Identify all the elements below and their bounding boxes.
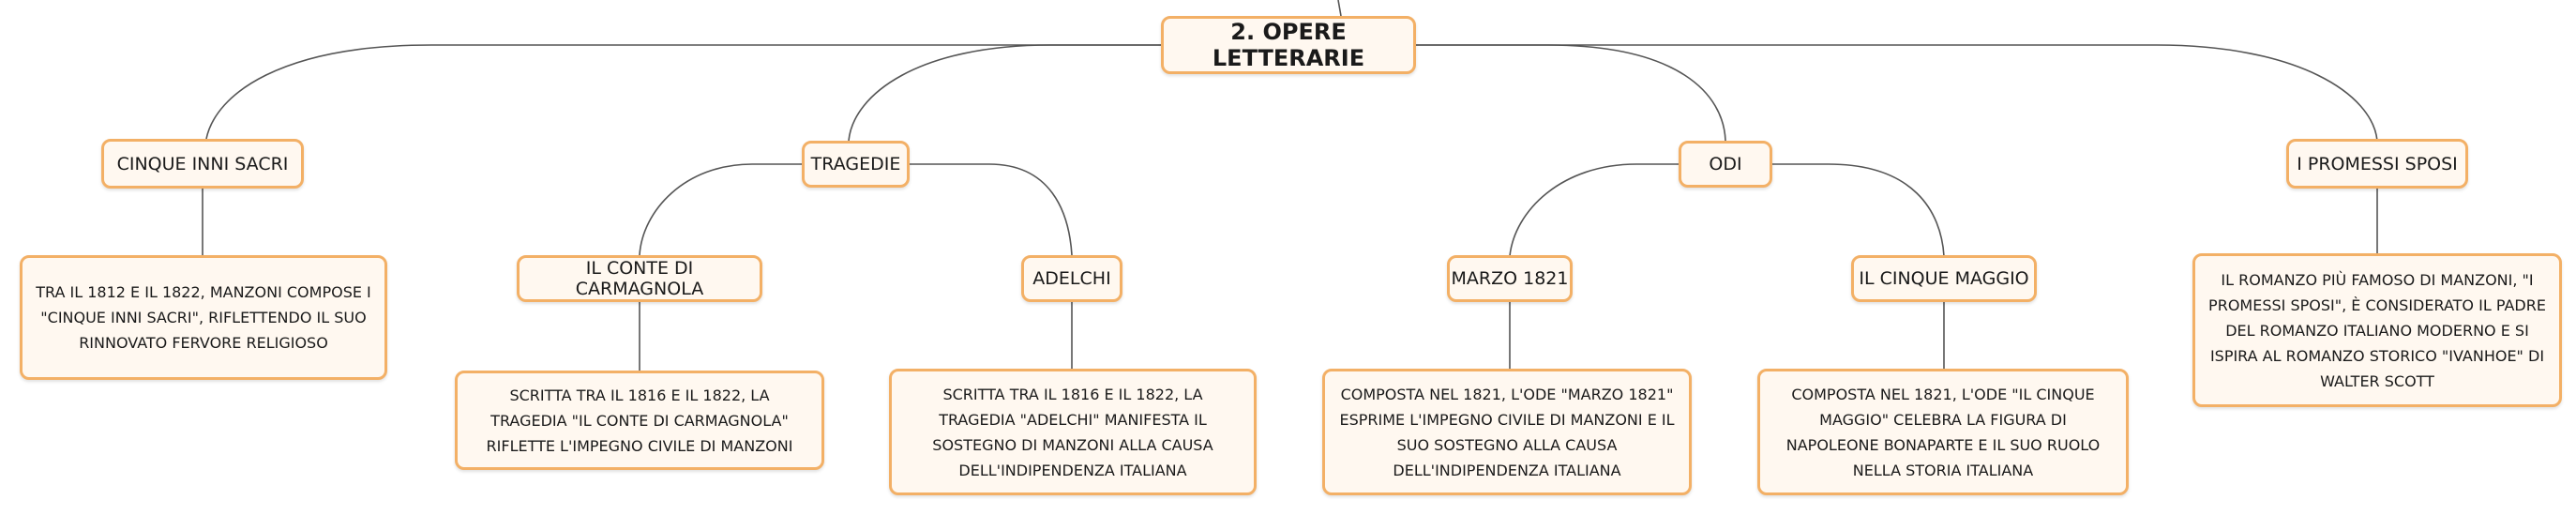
desc-adelchi: SCRITTA TRA IL 1816 E IL 1822, LA TRAGED… — [889, 369, 1257, 495]
node-label: MARZO 1821 — [1451, 268, 1569, 289]
node-label: IL CINQUE MAGGIO — [1859, 268, 2029, 289]
connector-root-odi — [1416, 44, 1726, 142]
node-label: IL CONTE DI CARMAGNOLA — [575, 258, 704, 299]
desc-marzo-1821: COMPOSTA NEL 1821, L'ODE "MARZO 1821" ES… — [1322, 369, 1692, 495]
root-node[interactable]: 2. OPERE LETTERARIE — [1161, 16, 1416, 74]
desc-text: SCRITTA TRA IL 1816 E IL 1822, LA TRAGED… — [932, 385, 1213, 479]
desc-text: TRA IL 1812 E IL 1822, MANZONI COMPOSE I… — [36, 283, 371, 352]
node-cinque-maggio[interactable]: IL CINQUE MAGGIO — [1851, 255, 2037, 302]
connector-root-parent — [1337, 0, 1342, 17]
node-label: CINQUE INNI SACRI — [116, 153, 289, 174]
desc-promessi-sposi: IL ROMANZO PIÙ FAMOSO DI MANZONI, "I PRO… — [2192, 253, 2562, 407]
desc-cinque-inni-sacri: TRA IL 1812 E IL 1822, MANZONI COMPOSE I… — [20, 255, 387, 380]
node-cinque-inni-sacri[interactable]: CINQUE INNI SACRI — [101, 139, 304, 189]
connector-root-tragedie — [848, 44, 1161, 142]
connector-odi-marzo — [1509, 163, 1679, 257]
desc-conte-di-carmagnola: SCRITTA TRA IL 1816 E IL 1822, LA TRAGED… — [455, 371, 824, 470]
connector-odi-maggio — [1772, 163, 1945, 257]
connector-root-promessi — [1416, 44, 2378, 142]
node-label: ODI — [1709, 154, 1742, 174]
desc-text: SCRITTA TRA IL 1816 E IL 1822, LA TRAGED… — [486, 386, 793, 455]
node-adelchi[interactable]: ADELCHI — [1021, 255, 1122, 302]
desc-text: IL ROMANZO PIÙ FAMOSO DI MANZONI, "I PRO… — [2208, 270, 2546, 390]
node-conte-di-carmagnola[interactable]: IL CONTE DI CARMAGNOLA — [517, 255, 762, 302]
desc-text: COMPOSTA NEL 1821, L'ODE "IL CINQUE MAGG… — [1785, 385, 2101, 479]
node-odi[interactable]: ODI — [1679, 141, 1772, 188]
node-label: TRAGEDIE — [810, 154, 901, 174]
desc-cinque-maggio: COMPOSTA NEL 1821, L'ODE "IL CINQUE MAGG… — [1757, 369, 2129, 495]
node-promessi-sposi[interactable]: I PROMESSI SPOSI — [2286, 139, 2468, 189]
root-label: 2. OPERE LETTERARIE — [1212, 19, 1365, 71]
connector-tragedie-adelchi — [910, 163, 1073, 256]
connector-root-inni — [205, 44, 1161, 140]
node-marzo-1821[interactable]: MARZO 1821 — [1447, 255, 1573, 302]
desc-text: COMPOSTA NEL 1821, L'ODE "MARZO 1821" ES… — [1339, 385, 1675, 479]
node-label: I PROMESSI SPOSI — [2297, 153, 2458, 174]
node-label: ADELCHI — [1032, 268, 1111, 289]
node-tragedie[interactable]: TRAGEDIE — [802, 141, 910, 188]
connector-tragedie-carmagnola — [639, 163, 802, 256]
